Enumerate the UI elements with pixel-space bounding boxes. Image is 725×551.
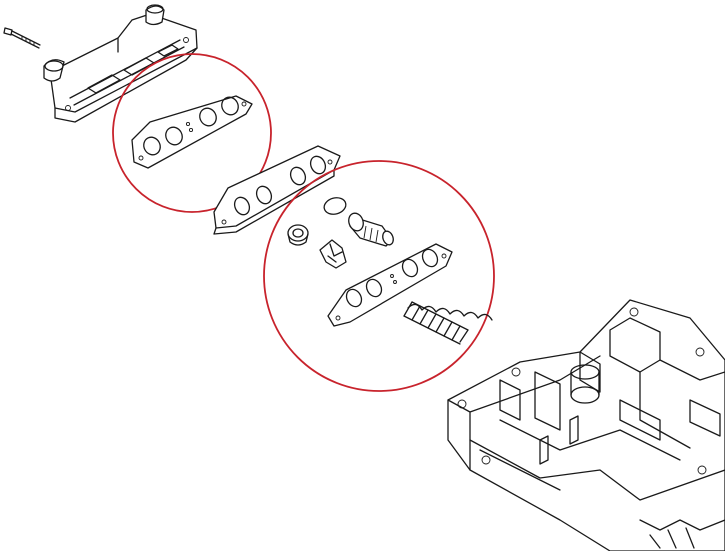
bolt — [3, 27, 41, 49]
seal-ring — [287, 224, 309, 246]
valve-clip — [319, 239, 347, 269]
gasket-upper — [131, 95, 253, 169]
highlight-circle-upper — [112, 53, 272, 213]
cylinder-block — [447, 299, 725, 551]
spring — [403, 301, 493, 345]
cover-with-hose-fittings — [43, 4, 198, 123]
valve-plate — [213, 145, 341, 235]
check-valve-cartridge — [348, 212, 394, 247]
gasket-lower — [327, 243, 453, 327]
highlight-circle-lower — [263, 160, 495, 392]
o-ring — [323, 197, 347, 215]
